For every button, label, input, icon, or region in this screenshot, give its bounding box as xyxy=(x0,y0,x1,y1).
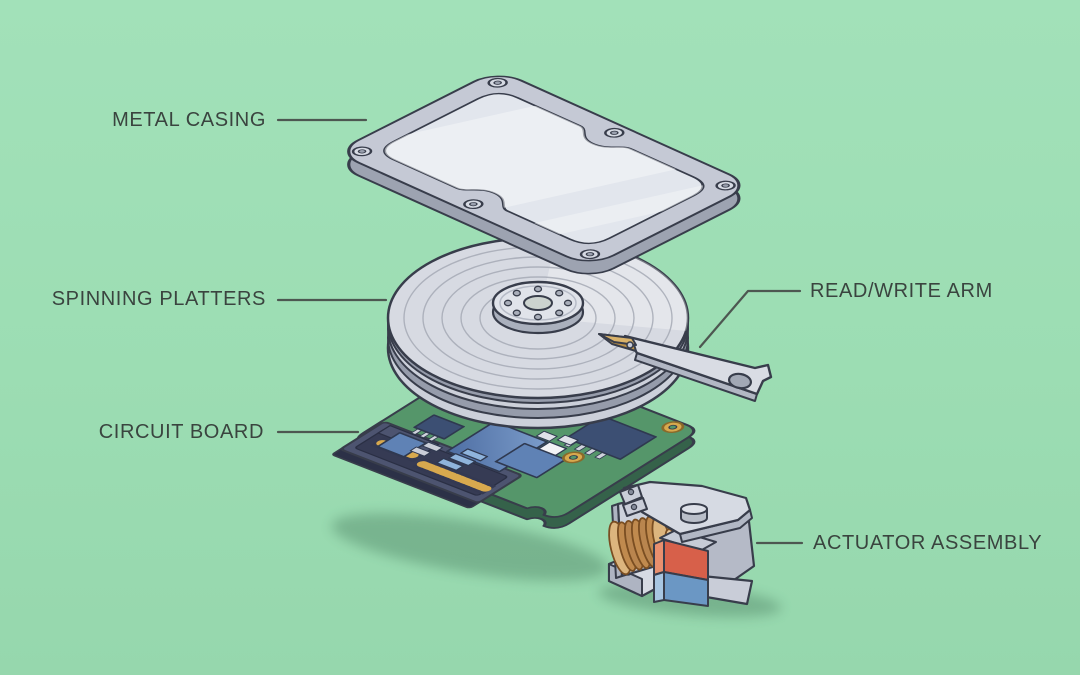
label-spinning-platters: SPINNING PLATTERS xyxy=(51,288,266,310)
sata-pins-long xyxy=(416,461,492,492)
label-actuator-assembly: ACTUATOR ASSEMBLY xyxy=(813,532,1043,554)
casing-screws xyxy=(351,77,736,260)
prong-hole xyxy=(630,503,638,511)
capacitors xyxy=(435,448,489,471)
magnet xyxy=(653,529,717,607)
component-tiny xyxy=(556,434,579,446)
leader-line-read-write-arm xyxy=(698,289,802,349)
component-tiny xyxy=(535,430,558,442)
pivot-cylinder xyxy=(680,503,708,524)
arm-pivot-hole xyxy=(727,372,753,390)
resistor xyxy=(421,441,444,452)
hub-screw-holes xyxy=(503,285,573,321)
chip-medium xyxy=(494,442,567,479)
arm-screw xyxy=(626,341,634,349)
actuator-assembly xyxy=(607,480,756,607)
spindle-hub xyxy=(491,280,585,335)
prong-hole xyxy=(627,488,635,496)
magnet-blue xyxy=(663,571,709,607)
leader-lines xyxy=(276,118,804,545)
mount-hole xyxy=(561,451,585,464)
platter-stack xyxy=(386,236,690,430)
chip-soic-left xyxy=(410,414,466,442)
actuator-top-plate xyxy=(619,480,753,543)
label-circuit-board: CIRCUIT BOARD xyxy=(98,421,264,443)
resistor xyxy=(409,446,432,457)
board-shadow xyxy=(331,513,609,581)
read-write-arm xyxy=(598,333,773,402)
label-metal-casing: METAL CASING xyxy=(112,109,266,131)
spindle-hole xyxy=(523,295,553,311)
metal-casing xyxy=(347,75,741,275)
spinning-platters xyxy=(386,236,690,430)
arm-head xyxy=(598,333,637,346)
mount-hole xyxy=(661,421,685,434)
label-read-write-arm: READ/WRITE ARM xyxy=(810,280,993,302)
